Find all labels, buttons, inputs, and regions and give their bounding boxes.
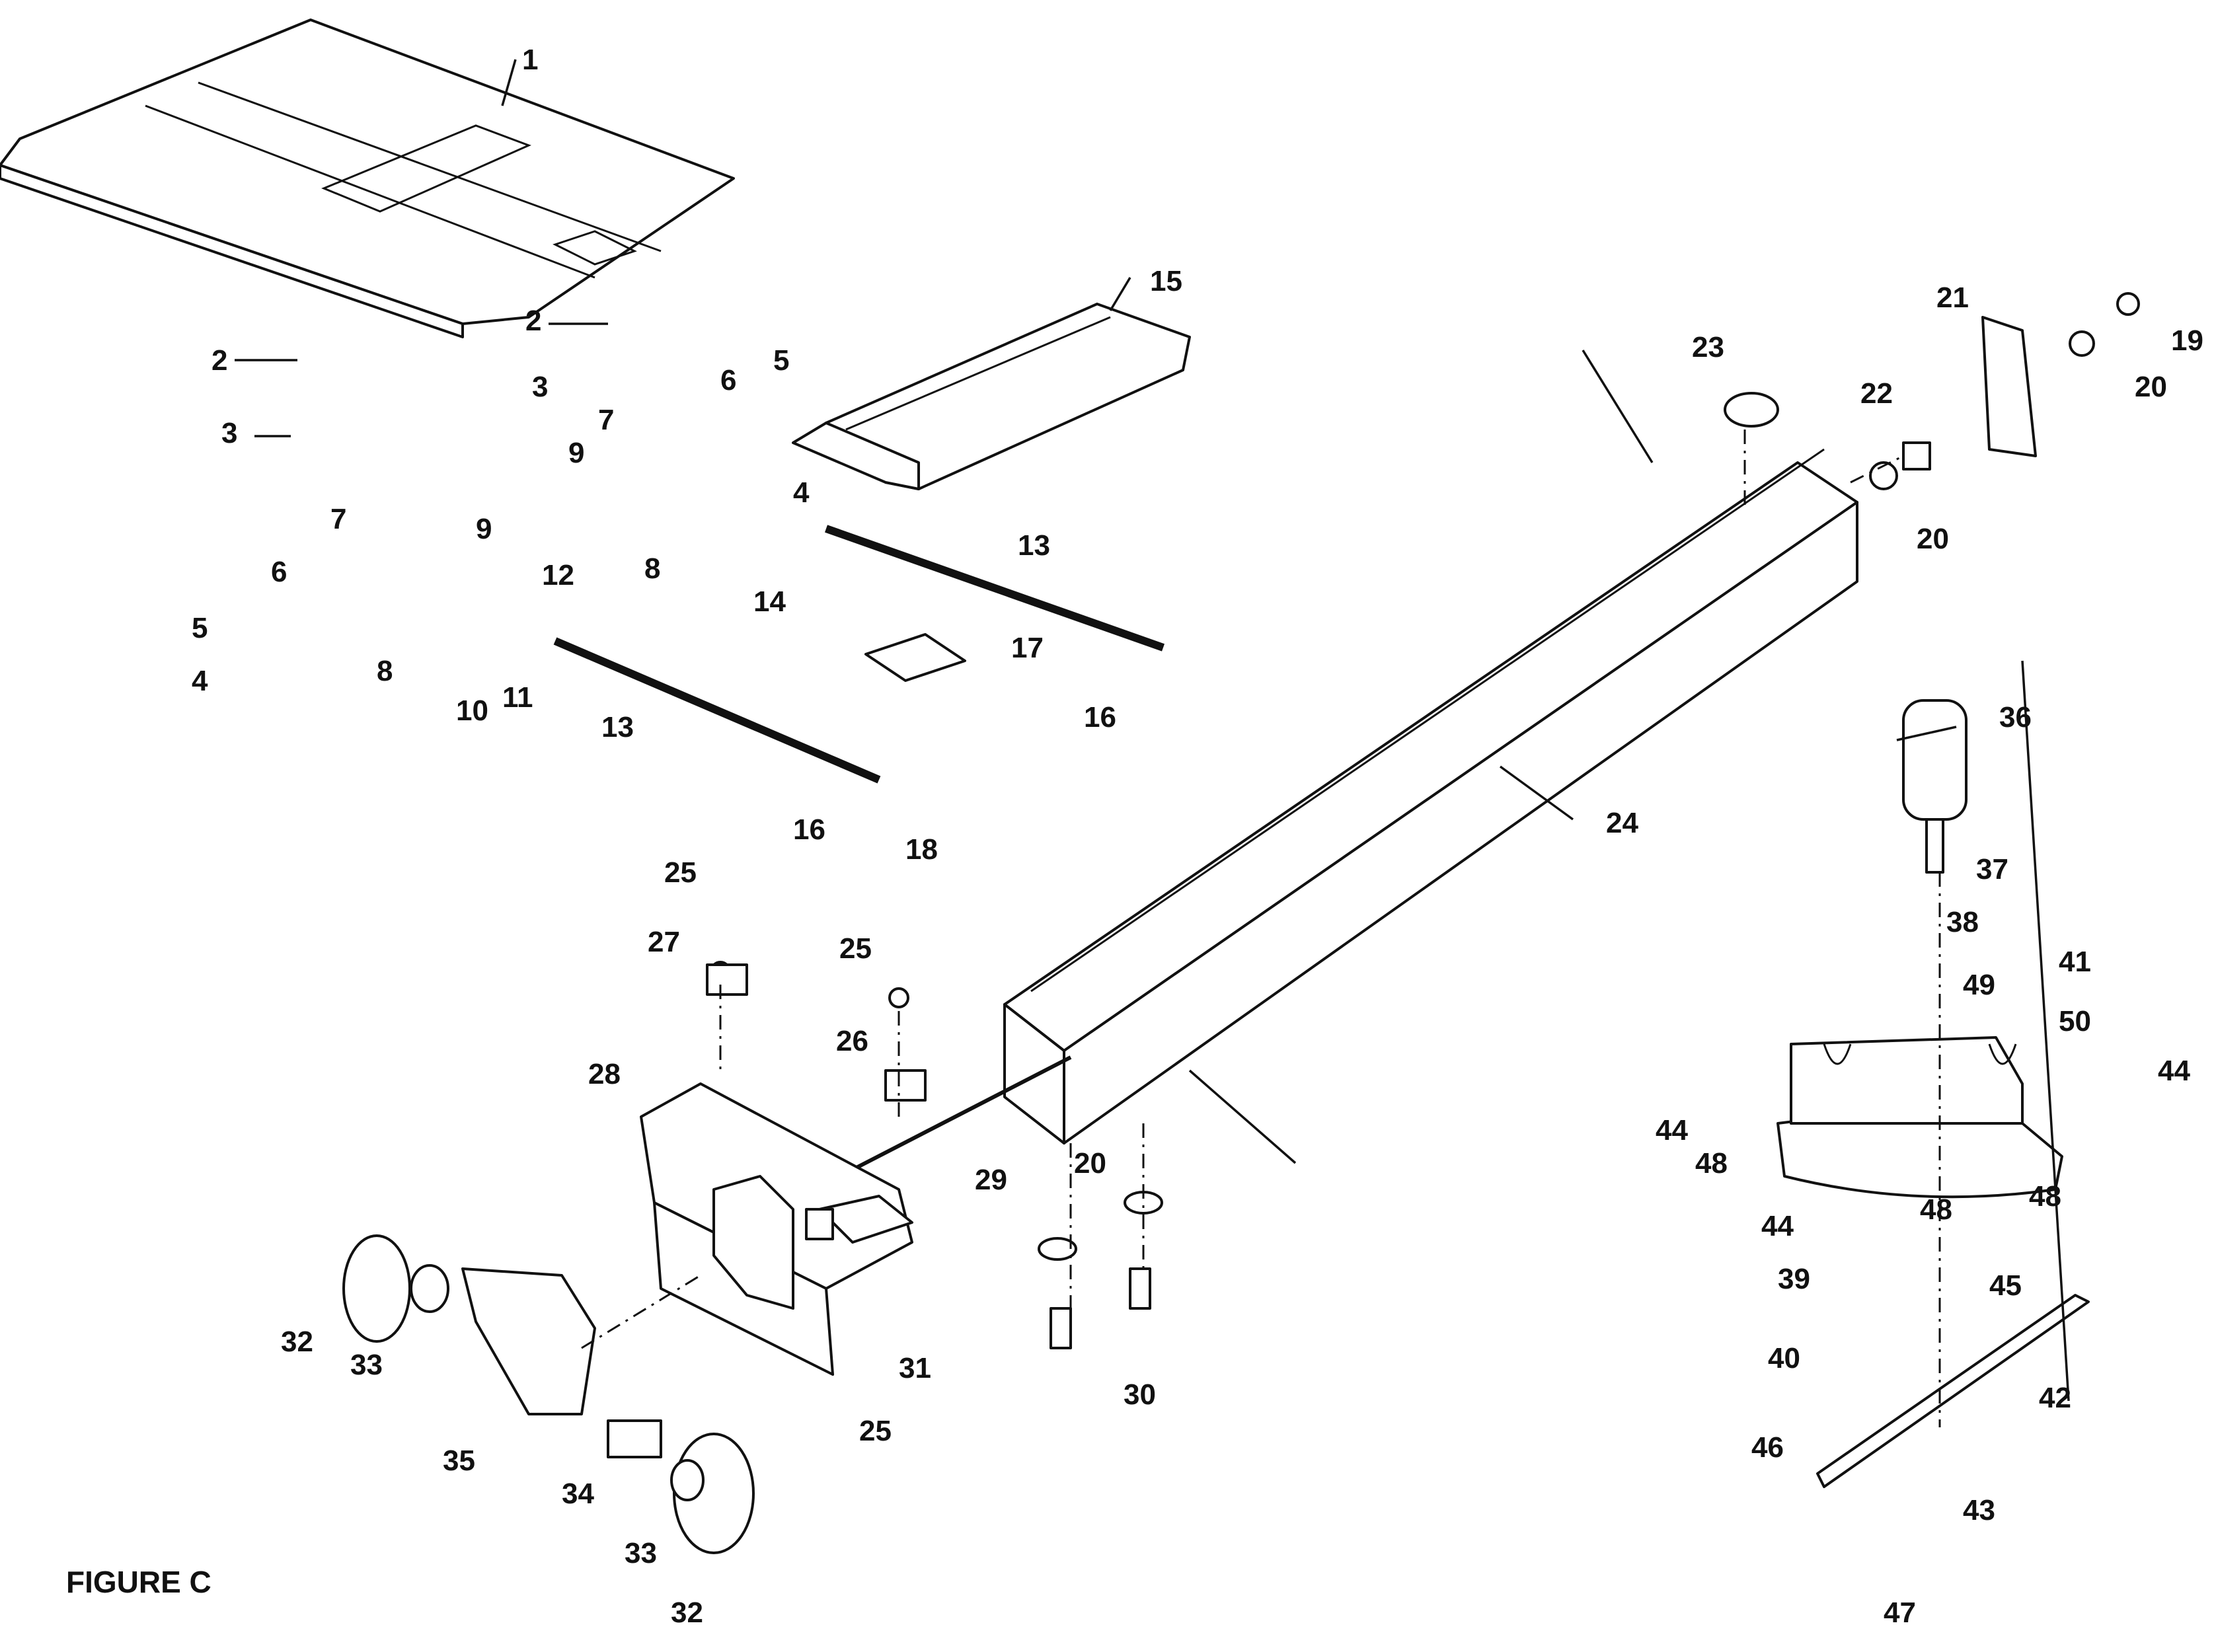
callout-33b: 33 [625,1537,657,1569]
callout-2b: 2 [525,305,541,337]
small-parts [342,292,2140,1554]
callout-15: 15 [1150,265,1182,297]
callout-44a: 44 [1656,1114,1688,1146]
callout-41: 41 [2059,946,2091,978]
callout-48a: 48 [1695,1147,1728,1180]
callout-11: 11 [502,681,533,714]
callout-32b: 32 [671,1596,703,1629]
callout-20c: 20 [1074,1147,1106,1180]
callout-36: 36 [1999,701,2032,733]
callout-30: 30 [1124,1378,1156,1411]
callout-8b: 8 [644,552,660,585]
callout-46: 46 [1751,1431,1784,1464]
callout-4b: 4 [793,476,810,509]
callout-43: 43 [1963,1494,1995,1526]
callout-labels: 1 2 2 3 3 4 4 5 5 6 6 7 7 8 8 9 9 10 11 … [192,44,2203,1629]
callout-7a: 7 [330,503,346,535]
callout-48c: 48 [2029,1180,2061,1213]
leader-lines [235,59,2070,1402]
callout-6a: 6 [271,556,287,588]
rod-rear [825,525,1165,652]
figure-title: FIGURE C [66,1565,211,1599]
callout-8a: 8 [377,655,393,687]
table-top [0,19,735,338]
fence-tube [1003,448,1858,1145]
callout-14: 14 [753,585,786,618]
callout-12: 12 [542,559,574,591]
callout-33a: 33 [350,1349,383,1381]
callout-16a: 16 [1084,701,1116,733]
callout-7b: 7 [598,404,614,436]
callout-42: 42 [2039,1382,2071,1414]
callout-17: 17 [1011,632,1044,664]
knob [1902,699,1968,874]
assembly-lines [581,430,1941,1427]
callout-4a: 4 [192,665,208,697]
callout-28: 28 [588,1058,621,1090]
callout-25b: 25 [839,932,872,965]
callout-25c: 25 [859,1415,892,1447]
callout-44c: 44 [1761,1210,1794,1242]
callout-5b: 5 [773,344,789,377]
callout-50: 50 [2059,1005,2091,1037]
clamp-body [640,1082,913,1376]
guide-rod [851,1055,1072,1172]
callout-24: 24 [1606,807,1638,839]
callout-20a: 20 [2135,371,2167,403]
callout-9b: 9 [568,437,584,469]
callout-35: 35 [443,1445,475,1477]
callout-44b: 44 [2158,1055,2190,1087]
callout-38: 38 [1946,906,1979,938]
callout-29: 29 [975,1164,1007,1196]
callout-22: 22 [1860,377,1893,410]
callout-13b: 13 [601,711,634,743]
callout-49: 49 [1963,969,1995,1001]
callout-18: 18 [905,833,938,866]
callout-32a: 32 [281,1326,313,1358]
callout-10: 10 [456,695,488,727]
miter-bar [1816,1294,2090,1488]
callout-31: 31 [899,1352,931,1384]
callout-21: 21 [1936,282,1969,314]
callout-39: 39 [1778,1263,1810,1295]
callout-37: 37 [1976,853,2008,885]
callout-13a: 13 [1018,529,1050,562]
callout-16b: 16 [793,813,825,846]
callout-1: 1 [522,44,538,76]
front-rail [792,303,1191,490]
callout-23: 23 [1692,331,1724,363]
callout-25a: 25 [664,856,697,889]
callout-27: 27 [648,926,680,958]
callout-5a: 5 [192,612,208,644]
callout-40: 40 [1768,1342,1800,1374]
callout-3b: 3 [532,371,548,403]
callout-19: 19 [2171,324,2203,357]
callout-47: 47 [1884,1596,1916,1629]
miter-gauge-body [1777,1036,2063,1199]
callout-20b: 20 [1917,523,1949,555]
callout-34: 34 [562,1478,594,1510]
callout-26: 26 [836,1025,868,1057]
callout-9a: 9 [476,513,492,545]
callout-48b: 48 [1920,1193,1952,1226]
rod-front [553,637,881,784]
callout-45: 45 [1989,1269,2022,1302]
callout-6b: 6 [720,364,736,396]
callout-2a: 2 [211,344,227,377]
callout-3a: 3 [221,417,237,449]
